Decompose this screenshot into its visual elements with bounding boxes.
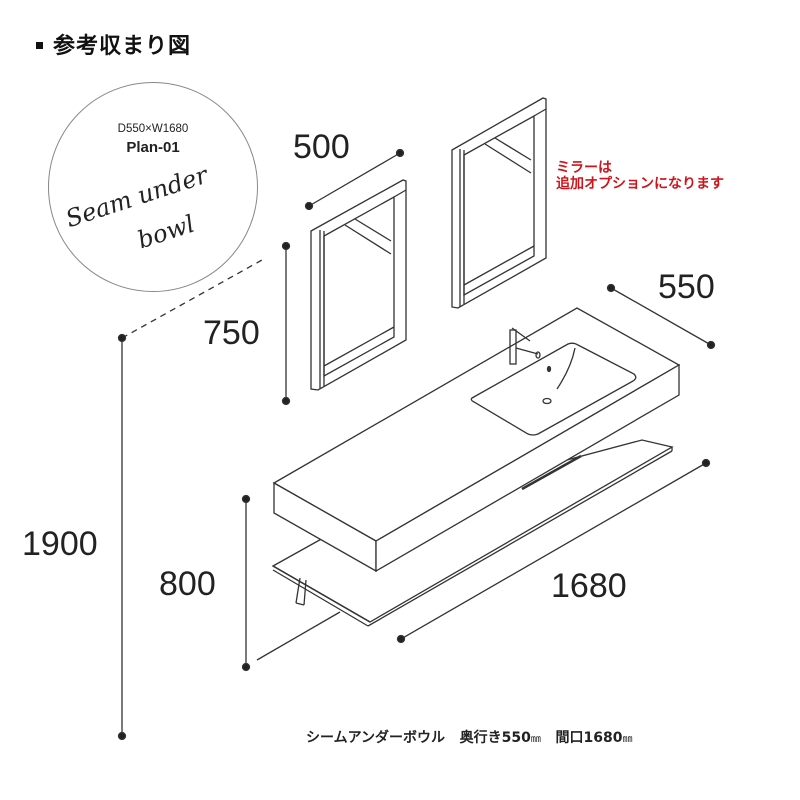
- mirror-height-label: 750: [203, 314, 260, 352]
- caption-width-unit: ㎜: [622, 734, 633, 745]
- mirror-width-dimension-line: [304, 148, 405, 211]
- title-text: 参考収まり図: [53, 34, 192, 59]
- width-dimension-line: [396, 458, 711, 644]
- counter-height-label: 800: [159, 565, 216, 603]
- mirror-width-label: 500: [293, 128, 350, 166]
- caption-depth: 奥行き550: [459, 730, 531, 746]
- mirror-height-dimension-line: [281, 241, 291, 406]
- mirror-option-note: ミラーは 追加オプションになります: [556, 160, 724, 192]
- plan-badge: D550×W1680 Plan-01 Seam under bowl: [48, 82, 258, 292]
- badge-dimensions: D550×W1680: [117, 123, 189, 135]
- counter-width-label: 1680: [551, 567, 627, 605]
- square-bullet-icon: [36, 41, 43, 49]
- faucet-icon: [509, 327, 541, 365]
- note-line2: 追加オプションになります: [556, 176, 724, 192]
- product-caption: シームアンダーボウル 奥行き550㎜ 間口1680㎜: [306, 727, 632, 747]
- counter-height-dimension-line: [241, 494, 341, 672]
- caption-product: シームアンダーボウル: [306, 730, 446, 746]
- caption-depth-unit: ㎜: [530, 734, 541, 745]
- note-line1: ミラーは: [556, 160, 612, 176]
- page-title: 参考収まり図: [36, 28, 191, 60]
- mirror-icon: [451, 97, 547, 309]
- mirror-icon: [310, 179, 407, 391]
- counter: [272, 307, 681, 573]
- height-1900-dimension-line: [117, 259, 263, 741]
- total-height-label: 1900: [22, 525, 98, 563]
- basin-icon: [470, 342, 637, 436]
- caption-width: 間口1680: [555, 730, 623, 746]
- badge-plan-name: Plan-01: [126, 139, 180, 156]
- depth-label: 550: [658, 268, 715, 306]
- depth-dimension-line: [606, 283, 716, 350]
